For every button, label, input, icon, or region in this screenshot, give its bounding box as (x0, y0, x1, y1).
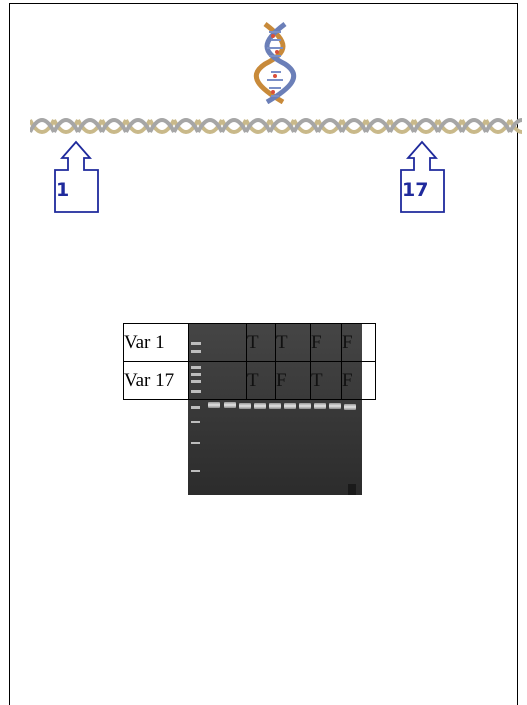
table-row: Var 17 T F T F (124, 362, 376, 400)
table-cell: F (342, 324, 376, 362)
up-arrow-callout-icon (50, 138, 102, 214)
table-cell: F (342, 362, 376, 400)
marker-callout-17: 17 (396, 138, 448, 214)
variant-table: Var 1 T T F F Var 17 T F T F (123, 323, 376, 400)
row-label: Var 17 (124, 362, 189, 400)
row-label: Var 1 (124, 324, 189, 362)
table-cell: T (247, 362, 276, 400)
table-cell (189, 324, 247, 362)
table-row: Var 1 T T F F (124, 324, 376, 362)
table-cell: T (311, 362, 342, 400)
dna-strand-icon (30, 112, 522, 140)
table-cell: F (311, 324, 342, 362)
table-cell: F (276, 362, 311, 400)
table-cell: T (247, 324, 276, 362)
marker-label-1: 1 (56, 179, 69, 201)
marker-callout-1: 1 (50, 138, 102, 214)
marker-label-17: 17 (402, 179, 428, 201)
table-cell: T (276, 324, 311, 362)
dna-helix-icon (253, 22, 297, 104)
table-cell (189, 362, 247, 400)
up-arrow-callout-icon (396, 138, 448, 214)
